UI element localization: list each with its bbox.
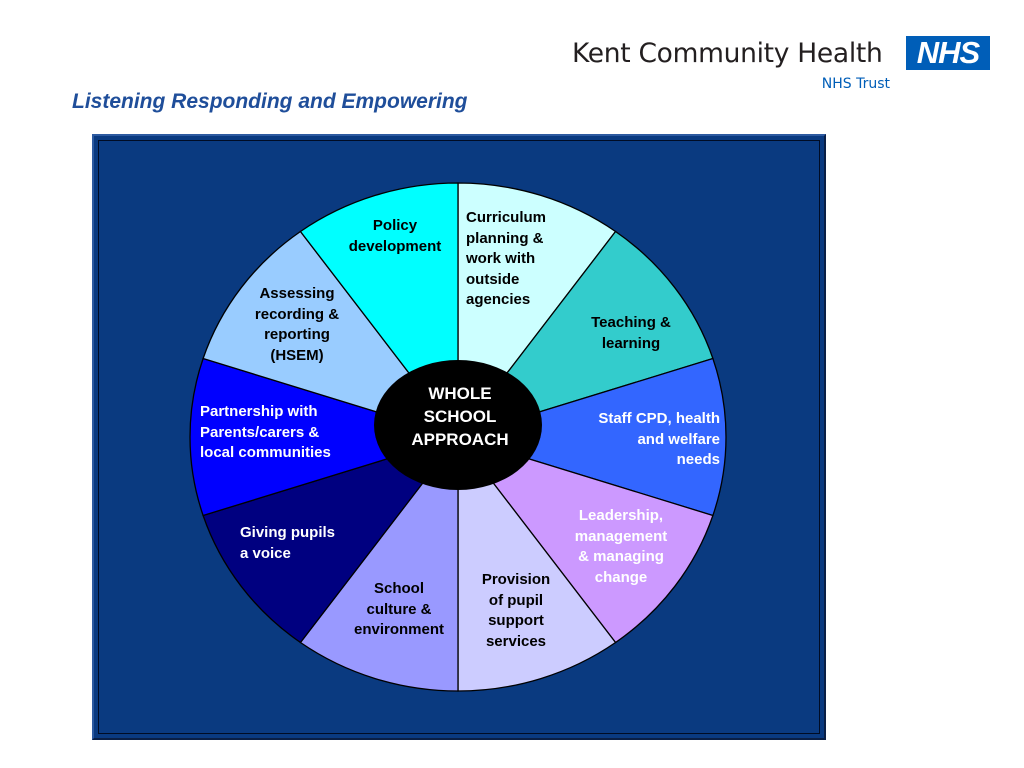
wheel-segment-leadership xyxy=(456,435,714,644)
segment-label-line: planning & xyxy=(466,229,544,247)
segment-label-partnership: Partnership with Parents/carers & local … xyxy=(200,402,331,464)
segment-label-line: change xyxy=(594,568,648,586)
segment-label-line: needs xyxy=(676,451,720,468)
segment-label-line: and welfare xyxy=(637,430,720,448)
center-label-line: WHOLE xyxy=(428,384,492,403)
wheel-center-label: WHOLE SCHOOL APPROACH xyxy=(384,382,536,451)
diagram-panel-inner-border xyxy=(98,140,820,734)
segment-label-line: Curriculum xyxy=(466,209,547,226)
segment-label-line: environment xyxy=(353,621,444,638)
segment-label-assessing: Assessing recording & reporting (HSEM) xyxy=(232,284,362,366)
wheel-segment-school-culture xyxy=(299,435,459,692)
segment-label-line: reporting xyxy=(264,326,330,343)
center-label-line: APPROACH xyxy=(411,430,509,449)
wheel-segments xyxy=(189,182,727,692)
segment-label-line: recording & xyxy=(254,305,340,323)
segment-label-policy: Policy development xyxy=(330,216,460,257)
slide-title: Listening Responding and Empowering xyxy=(72,90,468,113)
segment-label-line: of pupil xyxy=(488,591,544,609)
logo-organisation-name: Kent Community Health xyxy=(572,38,883,69)
segment-label-school-culture: School culture & environment xyxy=(338,579,460,641)
segment-label-line: outside xyxy=(466,270,520,288)
segment-label-line: Giving pupils xyxy=(240,524,336,541)
segment-label-teaching: Teaching & learning xyxy=(565,313,697,354)
wheel-segment-pupil-voice xyxy=(202,435,460,644)
segment-label-line: Partnership with xyxy=(200,403,318,420)
segment-label-line: culture & xyxy=(366,600,432,618)
segment-label-line: work with xyxy=(466,250,536,267)
segment-label-line: (HSEM) xyxy=(270,346,324,364)
segment-label-line: Provision xyxy=(481,571,551,588)
segment-label-line: agencies xyxy=(466,291,531,308)
segment-label-line: Assessing xyxy=(259,285,335,302)
segment-label-line: Policy xyxy=(372,217,418,234)
segment-label-pupil-voice: Giving pupils a voice xyxy=(240,523,335,564)
segment-label-line: Teaching & xyxy=(591,314,671,331)
wheel-segment-staff-cpd xyxy=(455,357,727,517)
segment-label-curriculum: Curriculum planning & work with outside … xyxy=(466,208,546,311)
segment-label-leadership: Leadership, management & managing change xyxy=(555,506,687,588)
segment-label-line: local communities xyxy=(200,444,331,461)
segment-label-line: development xyxy=(348,237,442,255)
segment-label-line: Parents/carers & xyxy=(200,423,320,441)
nhs-badge: NHS xyxy=(906,36,990,70)
center-label-line: SCHOOL xyxy=(423,407,497,426)
nhs-trust-logo: Kent Community Health NHS Trust NHS xyxy=(572,36,992,98)
segment-label-line: & managing xyxy=(578,548,664,565)
wheel-segment-provision xyxy=(457,435,617,692)
segment-label-line: management xyxy=(574,527,668,545)
segment-label-provision: Provision of pupil support services xyxy=(462,570,570,652)
segment-label-line: Staff CPD, health xyxy=(598,410,720,427)
logo-trust-name: NHS Trust xyxy=(821,76,890,92)
segment-label-line: School xyxy=(373,580,424,597)
segment-label-line: services xyxy=(485,632,547,650)
segment-label-line: a voice xyxy=(240,544,291,562)
segment-label-line: learning xyxy=(601,334,661,352)
segment-label-line: support xyxy=(488,612,544,629)
segment-label-line: Leadership, xyxy=(578,507,664,524)
wheel-hub xyxy=(374,360,542,490)
segment-label-staff-cpd: Staff CPD, health and welfare needs xyxy=(540,409,720,471)
wheel-segment-partnership xyxy=(189,357,461,517)
